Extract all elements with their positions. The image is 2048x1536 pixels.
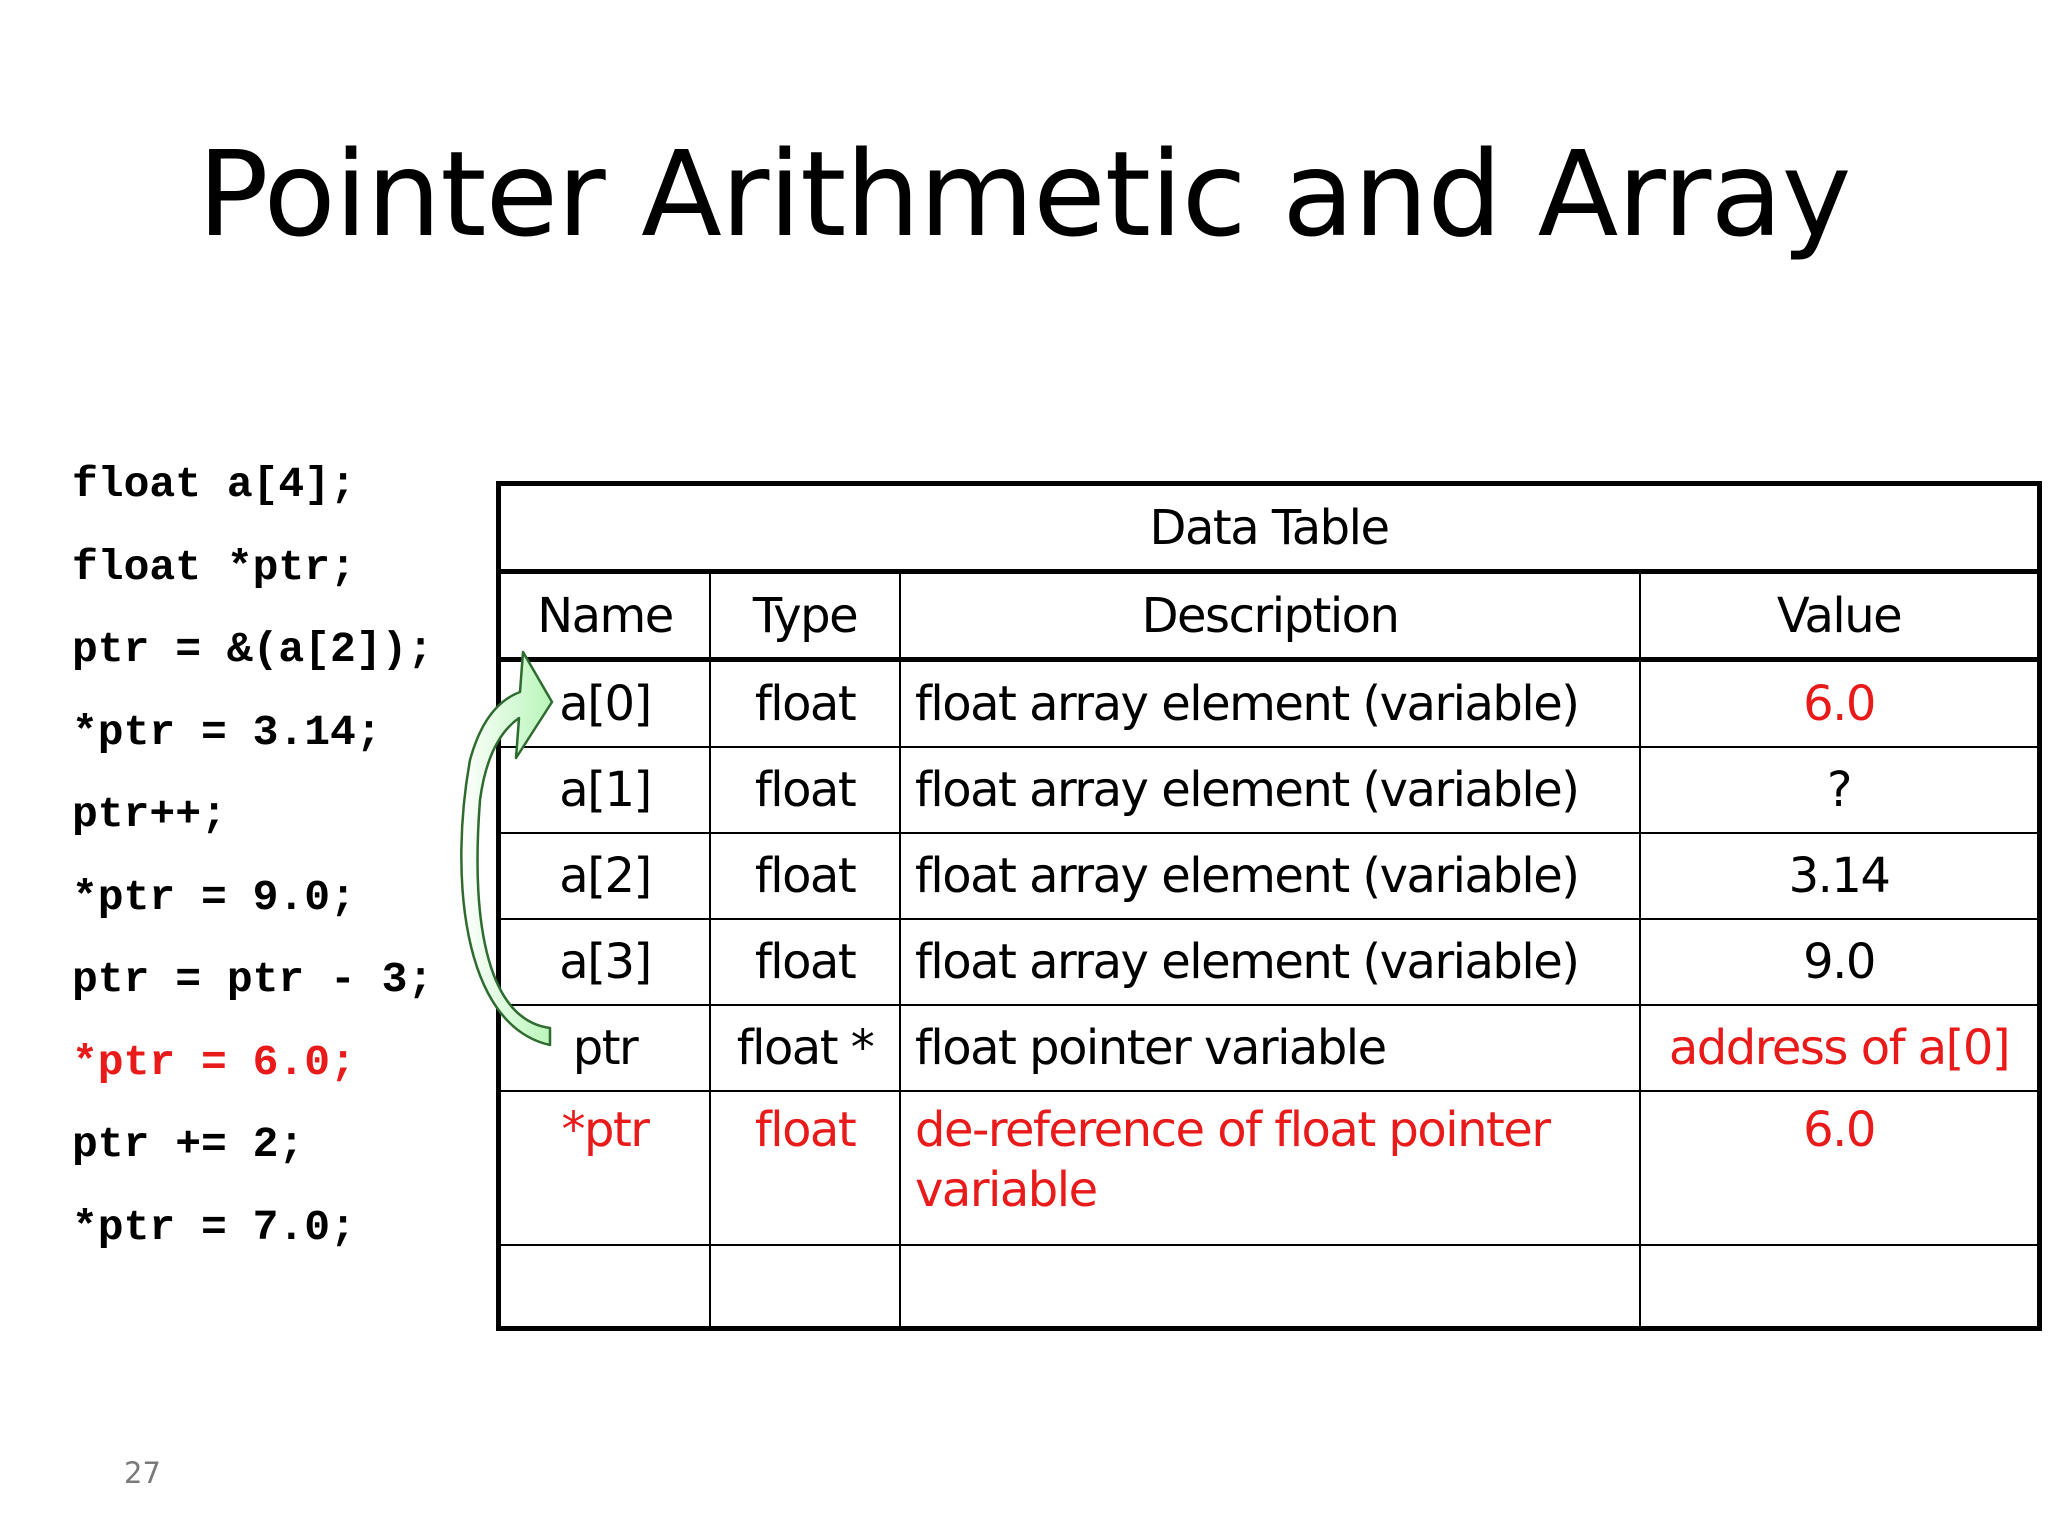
table-row: a[2] float float array element (variable… <box>497 832 2041 920</box>
cell-empty <box>899 1244 1641 1330</box>
cell-value: address of a[0] <box>1639 1004 2041 1092</box>
table-row: a[0] float float array element (variable… <box>497 658 2041 748</box>
cell-type: float <box>709 832 901 920</box>
table-row: a[1] float float array element (variable… <box>497 746 2041 834</box>
cell-empty <box>709 1244 901 1330</box>
code-line: ptr = &(a[2]); <box>72 625 434 674</box>
cell-type: float <box>709 746 901 834</box>
cell-value: 3.14 <box>1639 832 2041 920</box>
code-line: ptr = ptr - 3; <box>72 955 434 1004</box>
code-line: *ptr = 7.0; <box>72 1202 356 1252</box>
cell-value: 9.0 <box>1639 918 2041 1006</box>
page-number: 27 <box>124 1456 161 1490</box>
table-row: ptr float * float pointer variable addre… <box>497 1004 2041 1092</box>
table-row: a[3] float float array element (variable… <box>497 918 2041 1006</box>
cell-description: float pointer variable <box>899 1004 1641 1092</box>
table-row-empty <box>497 1244 2041 1330</box>
cell-name: a[2] <box>497 832 711 920</box>
table-header-row: Name Type Description Value <box>497 570 2041 662</box>
code-line: *ptr = 9.0; <box>72 872 356 922</box>
code-line: float *ptr; <box>72 542 356 592</box>
code-line: *ptr = 3.14; <box>72 707 382 757</box>
cell-description: float array element (variable) <box>899 918 1641 1006</box>
code-line: float a[4]; <box>72 460 356 509</box>
cell-description: float array element (variable) <box>899 746 1641 834</box>
cell-description: float array element (variable) <box>899 658 1641 748</box>
cell-type: float <box>709 918 901 1006</box>
cell-description: float array element (variable) <box>899 832 1641 920</box>
cell-value: ? <box>1639 746 2041 834</box>
cell-name: ptr <box>497 1004 711 1092</box>
code-line-highlighted: *ptr = 6.0; <box>72 1037 356 1087</box>
cell-type: float <box>709 1090 901 1246</box>
cell-empty <box>1639 1244 2041 1330</box>
code-line: ptr += 2; <box>72 1120 305 1169</box>
code-line: ptr++; <box>72 790 227 839</box>
code-block: float a[4]; float *ptr; ptr = &(a[2]); *… <box>72 455 433 1280</box>
cell-value: 6.0 <box>1639 658 2041 748</box>
cell-type: float * <box>709 1004 901 1092</box>
column-header-value: Value <box>1639 570 2041 662</box>
cell-empty <box>497 1244 711 1330</box>
cell-name: a[3] <box>497 918 711 1006</box>
cell-type: float <box>709 658 901 748</box>
curved-arrow-icon <box>460 650 554 1047</box>
column-header-name: Name <box>497 570 711 662</box>
data-table: Data Table Name Type Description Value a… <box>496 481 2042 1331</box>
column-header-type: Type <box>709 570 901 662</box>
cell-description: de-reference of float pointer variable <box>899 1090 1641 1246</box>
cell-value: 6.0 <box>1639 1090 2041 1246</box>
curved-arrow-shape <box>460 650 554 1047</box>
table-caption: Data Table <box>497 482 2041 574</box>
slide-title: Pointer Arithmetic and Array <box>197 125 1852 263</box>
cell-name: a[1] <box>497 746 711 834</box>
column-header-description: Description <box>899 570 1641 662</box>
cell-name: *ptr <box>497 1090 711 1246</box>
table-caption-row: Data Table <box>497 482 2041 574</box>
table-row: *ptr float de-reference of float pointer… <box>497 1090 2041 1246</box>
